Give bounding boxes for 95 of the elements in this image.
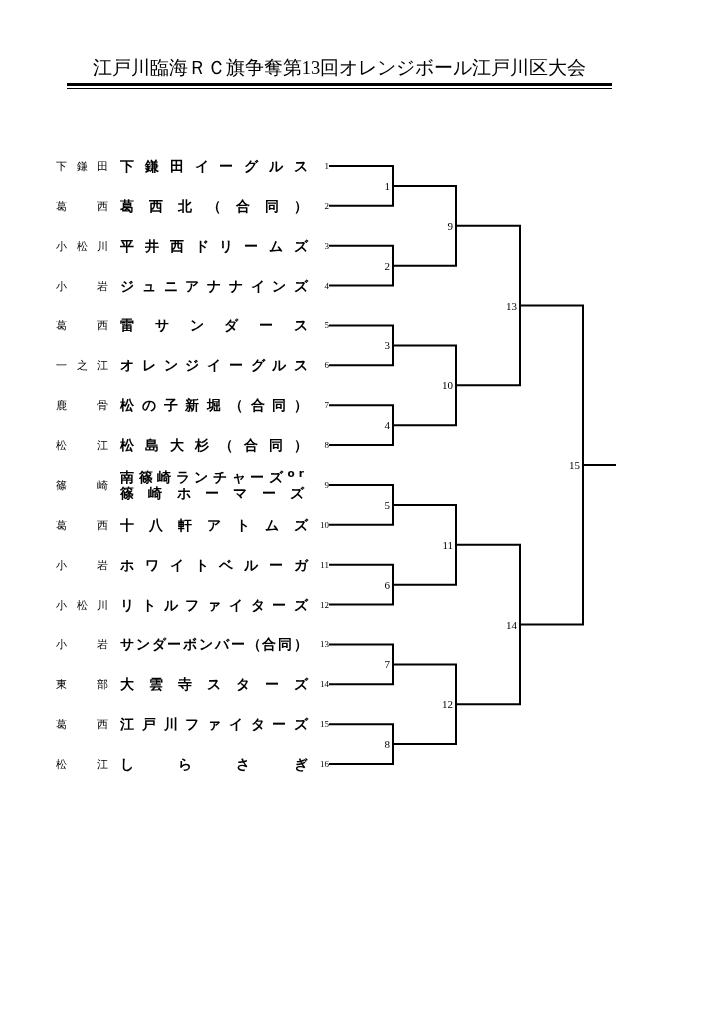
slot-number: 11 — [320, 559, 330, 570]
match-number: 12 — [442, 698, 453, 711]
team-name: ジュニアナナインズ — [120, 276, 308, 295]
bracket-line — [519, 464, 584, 626]
slot-number: 10 — [320, 519, 330, 530]
bracket-line — [329, 743, 394, 766]
slot-number: 2 — [324, 200, 330, 211]
team-name: 松島大杉（合同） — [120, 436, 308, 455]
slot-number: 9 — [324, 479, 330, 490]
bracket-line — [329, 483, 394, 506]
district-label: 小松川 — [56, 238, 108, 253]
match-number: 6 — [384, 578, 390, 591]
bracket-line — [392, 384, 457, 427]
bracket-line — [455, 224, 521, 307]
bracket-line — [329, 344, 394, 367]
team-name: ホワイトベルーガ — [120, 555, 308, 574]
match-number: 14 — [506, 618, 517, 631]
team-name: 下鎌田イーグルス — [120, 157, 308, 175]
district-label: 小松川 — [56, 597, 108, 612]
slot-number: 8 — [324, 440, 330, 451]
bracket-line — [519, 304, 584, 467]
district-label: 葛西 — [56, 198, 108, 213]
bracket-line — [329, 404, 394, 427]
bracket-line — [329, 583, 394, 606]
team-name: サンダーボンバー（合同） — [120, 635, 308, 654]
bracket-line — [392, 224, 457, 267]
bracket-line — [582, 464, 616, 467]
match-number: 11 — [442, 538, 453, 551]
bracket-line — [329, 184, 394, 207]
match-number: 5 — [384, 498, 390, 511]
slot-number: 16 — [320, 759, 330, 770]
district-label: 下鎌田 — [56, 159, 108, 173]
bracket-line — [329, 324, 394, 347]
team-name: 南篠崎ランチャーズ$^{or}$篠崎ホーマーズ — [120, 468, 308, 501]
team-name: 平井西ドリームズ — [120, 236, 308, 255]
match-number: 7 — [384, 658, 390, 671]
slot-number: 14 — [320, 679, 330, 690]
bracket-line — [329, 643, 394, 666]
match-number: 4 — [384, 419, 390, 432]
match-number: 1 — [384, 179, 390, 192]
bracket-line — [329, 503, 394, 526]
bracket-line — [329, 424, 394, 447]
match-number: 10 — [442, 379, 453, 392]
bracket-line — [455, 543, 521, 626]
team-name: しらさぎ — [120, 755, 308, 774]
bracket-line — [455, 623, 521, 706]
district-label: 松江 — [56, 438, 108, 453]
match-number: 9 — [447, 219, 453, 232]
bracket-line — [392, 344, 457, 387]
bracket-line — [392, 503, 457, 546]
team-name: 葛西北（合同） — [120, 196, 308, 215]
bracket-line — [392, 703, 457, 746]
slot-number: 4 — [324, 280, 330, 291]
district-label: 葛西 — [56, 318, 108, 333]
match-number: 2 — [384, 259, 390, 272]
district-label: 小岩 — [56, 637, 108, 652]
team-name: 松の子新堀（合同） — [120, 396, 308, 415]
district-label: 葛西 — [56, 517, 108, 532]
team-name: 大雲寺スターズ — [120, 675, 308, 694]
district-label: 篠崎 — [56, 477, 108, 492]
bracket-line — [329, 563, 394, 586]
bracket-line — [392, 543, 457, 586]
bracket-line — [329, 663, 394, 686]
district-label: 小岩 — [56, 557, 108, 572]
slot-number: 3 — [324, 240, 330, 251]
match-number: 15 — [569, 459, 580, 471]
slot-number: 15 — [320, 719, 330, 730]
bracket-line — [392, 184, 457, 227]
team-name: 十八軒アトムズ — [120, 515, 308, 534]
slot-number: 1 — [324, 161, 330, 171]
district-label: 東部 — [56, 677, 108, 692]
bracket-line — [329, 264, 394, 287]
team-name: リトルファイターズ — [120, 595, 308, 614]
bracket-line — [329, 244, 394, 267]
bracket-line — [329, 723, 394, 746]
bracket-line — [392, 663, 457, 706]
title: 江戸川臨海ＲＣ旗争奪第13回オレンジボール江戸川区大会 — [91, 57, 588, 80]
slot-number: 13 — [320, 639, 330, 650]
match-number: 3 — [384, 339, 390, 352]
team-name: 江戸川ファイターズ — [120, 715, 308, 734]
team-name: オレンジイーグルス — [120, 356, 308, 375]
slot-number: 5 — [324, 320, 330, 331]
bracket-line — [329, 165, 394, 187]
team-name: 雷サンダース — [120, 316, 308, 335]
slot-number: 7 — [324, 400, 330, 411]
district-label: 松江 — [56, 757, 108, 772]
district-label: 小岩 — [56, 278, 108, 293]
district-label: 一之江 — [56, 358, 108, 373]
bracket-line — [455, 304, 521, 387]
slot-number: 12 — [320, 599, 330, 610]
district-label: 鹿骨 — [56, 398, 108, 413]
match-number: 8 — [384, 738, 390, 751]
district-label: 葛西 — [56, 717, 108, 732]
match-number: 13 — [506, 299, 517, 312]
slot-number: 6 — [324, 360, 330, 371]
